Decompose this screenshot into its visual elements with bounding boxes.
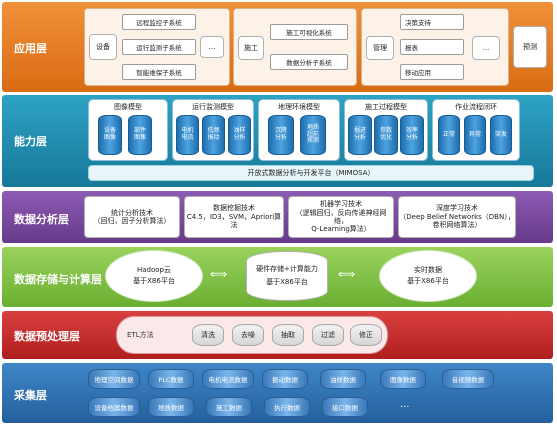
collection-source: 接口数据 [322, 397, 368, 417]
module-title: 图像模型 [114, 103, 142, 111]
etl-step: 去噪 [232, 324, 264, 346]
device-item: 运行监测子系统 [122, 39, 196, 55]
analysis-item-title: 深度学习技术 [436, 204, 478, 213]
model-cylinder: 突发 [490, 115, 512, 155]
storage-layer: 数据存储与计算层 Hadoop云 基于X86平台 ⟺ 硬件存储+计算能力 基于X… [2, 247, 553, 307]
collection-source: PLC数据 [148, 369, 194, 389]
construction-item: 施工可视化系统 [270, 24, 348, 40]
capability-layer-title: 能力层 [14, 135, 47, 148]
analysis-item-title: 统计分析技术 [111, 208, 153, 217]
analysis-item-detail: 卷积网络算法） [432, 221, 482, 230]
management-item: 移动应用 [400, 64, 464, 80]
storage-layer-title: 数据存储与计算层 [14, 273, 102, 286]
collection-source: 音视频数据 [442, 369, 494, 389]
collection-layer-title: 采集层 [14, 389, 47, 402]
etl-step: 修正 [350, 324, 382, 346]
hardware-cylinder: 硬件存储+计算能力 基于X86平台 [246, 251, 328, 301]
model-cylinder: 地质 超前 探测 [300, 115, 326, 155]
collection-more: ... [400, 399, 410, 410]
model-cylinder: 异常 [464, 115, 486, 155]
device-more: ... [200, 36, 224, 58]
hadoop-cloud: Hadoop云 基于X86平台 [106, 251, 202, 301]
collection-source: 地质数据 [148, 397, 194, 417]
management-more: ... [472, 36, 500, 60]
etl-label: ETL方法 [127, 330, 154, 339]
bidirectional-arrow-icon: ⟺ [338, 267, 356, 281]
platform-bar: 开放式数据分析与开发平台（MIMOSA） [88, 165, 534, 181]
analysis-item: 机器学习技术 （逻辑回归，反向传递神经网络， Q-Learning算法） [288, 196, 394, 238]
application-layer-title: 应用层 [14, 42, 47, 55]
etl-step: 抽取 [272, 324, 304, 346]
preprocess-layer: 数据预处理层 ETL方法 清洗 去噪 抽取 过滤 修正 [2, 311, 553, 359]
management-item: 决策支持 [400, 14, 464, 30]
construction-label: 施工 [238, 36, 264, 60]
analysis-layer-title: 数据分析层 [14, 213, 69, 226]
module-title: 地理环境模型 [278, 103, 320, 111]
module-title: 作业流程闭环 [455, 103, 497, 111]
realtime-cloud: 实时数据 基于X86平台 [380, 251, 476, 301]
realtime-detail: 基于X86平台 [407, 277, 449, 285]
bidirectional-arrow-icon: ⟺ [210, 267, 228, 281]
hardware-title: 硬件存储+计算能力 [256, 265, 318, 274]
model-cylinder: 掘进 分析 [348, 115, 372, 155]
collection-source: 油样数据 [320, 369, 366, 389]
model-cylinder: 正常 [438, 115, 460, 155]
management-label: 管理 [366, 36, 394, 60]
etl-step: 清洗 [192, 324, 224, 346]
analysis-layer: 数据分析层 统计分析技术 （回归，因子分析算法） 数据挖掘技术 C4.5，ID3… [2, 191, 553, 243]
collection-source: 地理空间数据 [88, 369, 140, 389]
device-label: 设备 [89, 34, 117, 60]
capability-layer: 能力层 图像模型 设备 图像 部件 图像 运行监测模型 电机 电流 低频 振动 … [2, 95, 553, 187]
collection-source: 电机电流数据 [202, 369, 254, 389]
module-title: 施工过程模型 [365, 103, 407, 111]
analysis-item-detail: C4.5，ID3，SVM，Apriori算法 [186, 212, 282, 230]
collection-layer: 采集层 地理空间数据 PLC数据 电机电流数据 振动数据 油样数据 图像数据 音… [2, 363, 553, 423]
analysis-item-detail: （逻辑回归，反向传递神经网络， [295, 208, 387, 225]
collection-source: 施工数据 [206, 397, 252, 417]
model-cylinder: 参数 优化 [374, 115, 398, 155]
model-cylinder: 低频 振动 [202, 115, 225, 155]
device-item: 智能维保子系统 [122, 64, 196, 80]
management-item: 报表 [400, 39, 464, 55]
model-cylinder: 沉降 分析 [268, 115, 294, 155]
collection-source: 图像数据 [380, 369, 426, 389]
analysis-item-detail: （回归，因子分析算法） [93, 217, 171, 225]
model-cylinder: 电机 电流 [176, 115, 199, 155]
forecast-box: 预测 [513, 26, 547, 68]
construction-item: 数据分析子系统 [270, 54, 348, 70]
collection-source: 设备档案数据 [88, 397, 140, 417]
device-item: 远程监控子系统 [122, 14, 196, 30]
etl-step: 过滤 [312, 324, 344, 346]
realtime-title: 实时数据 [414, 265, 442, 274]
model-cylinder: 部件 图像 [128, 115, 152, 155]
analysis-item: 数据挖掘技术 C4.5，ID3，SVM，Apriori算法 [184, 196, 284, 238]
analysis-item-detail: （Deep Belief Networks（DBN）， [399, 212, 515, 221]
collection-source: 执行数据 [264, 397, 310, 417]
analysis-item-detail: Q-Learning算法） [311, 225, 371, 234]
preprocess-layer-title: 数据预处理层 [14, 330, 80, 343]
collection-source: 振动数据 [262, 369, 308, 389]
hadoop-title: Hadoop云 [136, 265, 171, 274]
analysis-item-title: 机器学习技术 [320, 200, 362, 209]
hardware-detail: 基于X86平台 [266, 278, 308, 286]
module-title: 运行监测模型 [192, 103, 234, 111]
model-cylinder: 油样 分析 [228, 115, 251, 155]
model-cylinder: 效率 分析 [400, 115, 424, 155]
hadoop-detail: 基于X86平台 [133, 277, 175, 285]
analysis-item: 深度学习技术 （Deep Belief Networks（DBN）， 卷积网络算… [398, 196, 516, 238]
application-layer: 应用层 设备 远程监控子系统 运行监测子系统 智能维保子系统 ... 施工 施工… [2, 2, 553, 92]
analysis-item: 统计分析技术 （回归，因子分析算法） [84, 196, 180, 238]
analysis-item-title: 数据挖掘技术 [213, 204, 255, 213]
model-cylinder: 设备 图像 [98, 115, 122, 155]
